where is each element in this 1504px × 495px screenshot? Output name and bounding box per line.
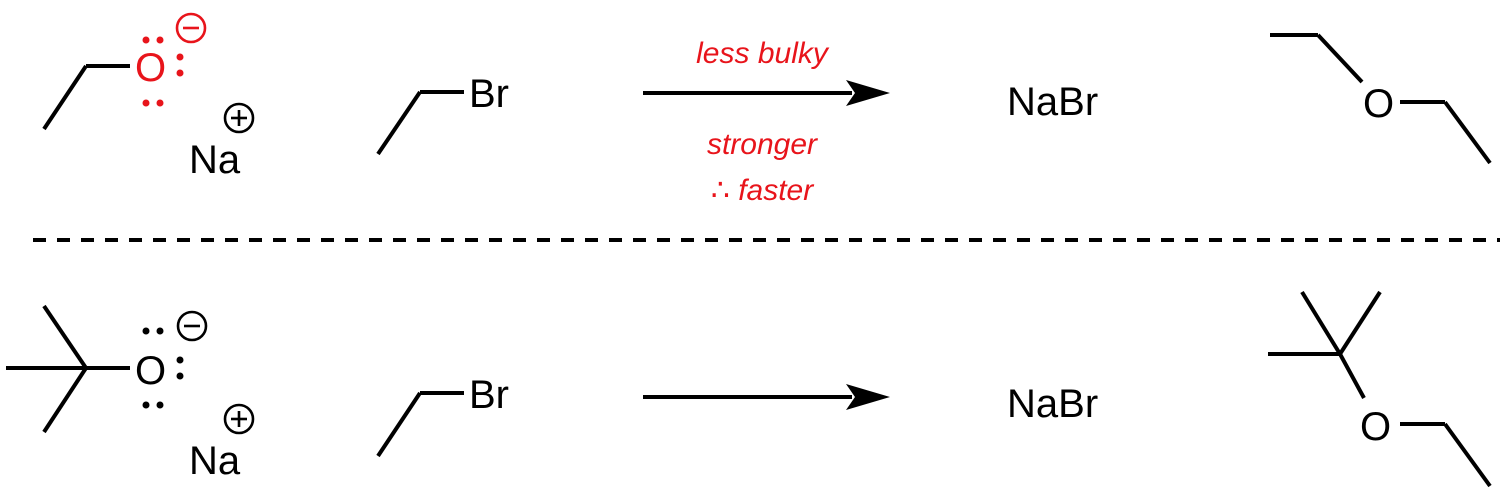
- lone-pair-dot: [156, 401, 164, 409]
- bromine-atom: Br: [469, 373, 509, 417]
- lone-pair-dot: [176, 69, 184, 77]
- oxygen-atom: O: [135, 46, 166, 90]
- bond: [1300, 290, 1342, 356]
- sodium-bromide-product: NaBr: [1007, 80, 1098, 124]
- top-ethoxide: O Na: [42, 12, 255, 182]
- bond: [42, 366, 88, 434]
- positive-charge-icon: [223, 403, 255, 435]
- lone-pair-dot: [156, 327, 164, 335]
- lone-pair-dot: [176, 372, 184, 380]
- lone-pair-dot: [176, 53, 184, 61]
- bottom-ether-product: O: [1268, 290, 1492, 488]
- lone-pair-dot: [156, 99, 164, 107]
- condition-less-bulky: less bulky: [696, 37, 830, 70]
- sodium-bromide-product: NaBr: [1007, 382, 1098, 426]
- bond: [376, 90, 422, 156]
- lone-pair-dot: [156, 36, 164, 44]
- sodium-counterion: Na: [189, 138, 241, 182]
- oxygen-atom: O: [1363, 82, 1394, 126]
- bond: [376, 391, 422, 458]
- condition-faster: ∴ faster: [711, 174, 814, 207]
- top-ethyl-bromide: Br: [376, 72, 509, 156]
- bond: [1338, 290, 1382, 356]
- bond: [1443, 422, 1492, 488]
- negative-charge-icon: [176, 310, 208, 342]
- bond: [42, 64, 88, 131]
- bond: [42, 304, 88, 370]
- lone-pair-dot: [142, 327, 150, 335]
- bond: [1316, 33, 1364, 84]
- negative-charge-icon: [175, 12, 207, 44]
- lone-pair-dot: [142, 36, 150, 44]
- sodium-counterion: Na: [189, 439, 241, 483]
- condition-stronger: stronger: [707, 128, 818, 161]
- lone-pair-dot: [142, 401, 150, 409]
- bond: [1443, 100, 1492, 165]
- oxygen-atom: O: [135, 349, 166, 393]
- oxygen-atom: O: [1360, 405, 1391, 449]
- bottom-reaction: O Na Br: [6, 290, 1492, 488]
- top-reaction-arrow: [643, 80, 890, 106]
- bond: [1338, 353, 1366, 399]
- positive-charge-icon: [223, 102, 255, 134]
- lone-pair-dot: [176, 356, 184, 364]
- top-ether-product: O: [1270, 33, 1492, 165]
- top-reaction: O Na Br: [42, 12, 1492, 207]
- bottom-ethyl-bromide: Br: [376, 373, 509, 458]
- lone-pair-dot: [142, 99, 150, 107]
- bromine-atom: Br: [469, 72, 509, 116]
- bottom-tert-butoxide: O Na: [6, 304, 255, 483]
- bottom-reaction-arrow: [643, 384, 890, 410]
